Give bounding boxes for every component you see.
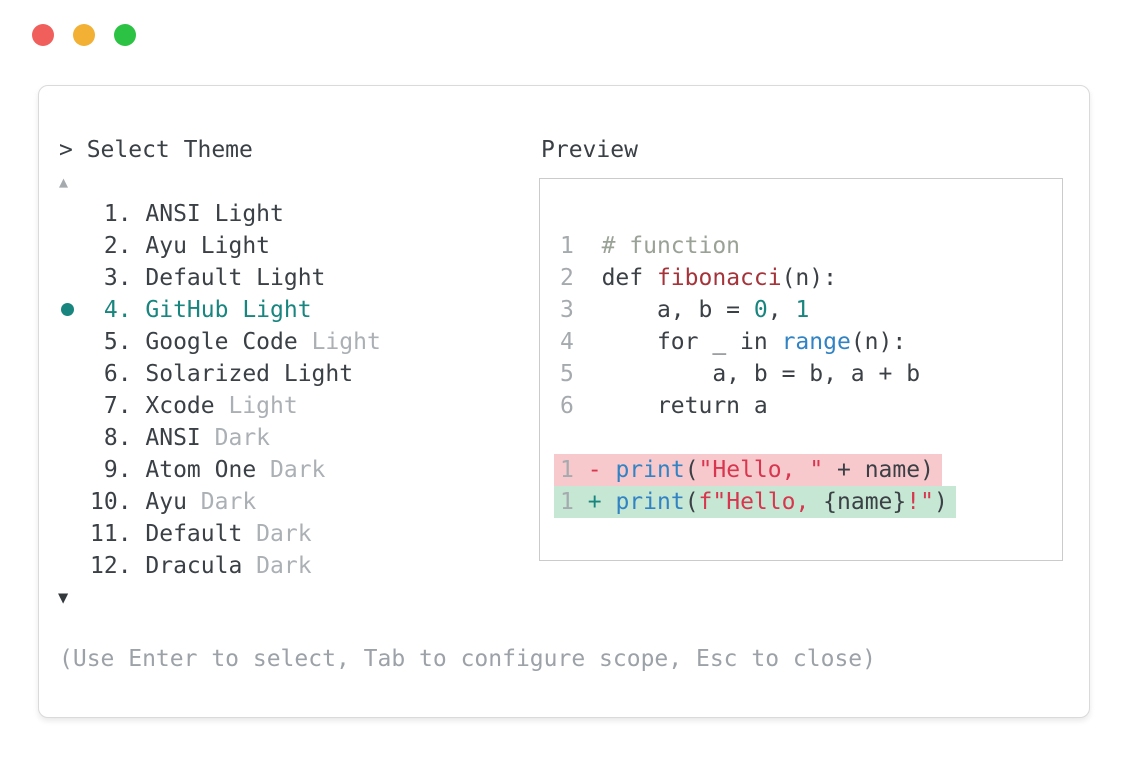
theme-list: 1. ANSI Light 2. Ayu Light 3. Default Li… (61, 198, 381, 582)
selected-item-bullet-icon (61, 303, 74, 316)
theme-list-item-solarized-light[interactable]: 6. Solarized Light (90, 358, 381, 390)
theme-item-variant-label: Light (214, 393, 298, 419)
theme-item-variant-label: Dark (200, 425, 271, 451)
theme-item-label: 8. ANSI (90, 425, 201, 451)
scroll-down-icon[interactable]: ▼ (58, 582, 68, 614)
code-line-3: 3 a, b = 0, 1 (560, 297, 810, 323)
theme-list-item-ansi[interactable]: 8. ANSI Dark (90, 422, 381, 454)
code-line-4: 4 for _ in range(n): (560, 329, 907, 355)
diff-removed-line: 1 - print("Hello, " + name) (554, 454, 1062, 486)
code-line-1: 1 # function (560, 233, 741, 259)
theme-list-item-dracula[interactable]: 12. Dracula Dark (90, 550, 381, 582)
theme-item-label: 12. Dracula (90, 553, 243, 579)
keyboard-hint: (Use Enter to select, Tab to configure s… (59, 646, 876, 672)
theme-item-variant-label: Dark (186, 489, 257, 515)
theme-item-label: 1. ANSI Light (90, 201, 284, 227)
code-line-2: 2 def fibonacci(n): (560, 265, 837, 291)
theme-list-item-xcode[interactable]: 7. Xcode Light (90, 390, 381, 422)
theme-item-label: 6. Solarized Light (90, 361, 354, 387)
scroll-up-icon[interactable]: ▲ (59, 166, 68, 198)
select-theme-prompt: > Select Theme (59, 137, 253, 163)
theme-item-label: 5. Google Code (90, 329, 298, 355)
theme-list-item-atom-one[interactable]: 9. Atom One Dark (90, 454, 381, 486)
theme-item-label: 2. Ayu Light (90, 233, 271, 259)
minimize-button[interactable] (73, 24, 95, 46)
theme-list-item-default[interactable]: 11. Default Dark (90, 518, 381, 550)
theme-item-label: 10. Ayu (90, 489, 187, 515)
theme-item-label: 3. Default Light (90, 265, 326, 291)
theme-item-variant-label: Dark (242, 521, 312, 547)
theme-list-item-google-code[interactable]: 5. Google Code Light (90, 326, 381, 358)
theme-selector-window: > Select Theme ▲ 1. ANSI Light 2. Ayu Li… (38, 85, 1090, 718)
maximize-button[interactable] (114, 24, 136, 46)
theme-list-item-default-light[interactable]: 3. Default Light (90, 262, 381, 294)
code-line-6: 6 return a (560, 393, 768, 419)
window-controls (32, 24, 136, 46)
theme-item-label: 9. Atom One (90, 457, 257, 483)
close-button[interactable] (32, 24, 54, 46)
theme-item-variant-label: Light (297, 329, 381, 355)
theme-item-label: 7. Xcode (90, 393, 215, 419)
theme-item-label: 4. GitHub Light (90, 297, 312, 323)
theme-item-variant-label: Dark (256, 457, 326, 483)
theme-item-label: 11. Default (90, 521, 243, 547)
code-line-blank (560, 422, 1062, 454)
theme-list-item-ansi-light[interactable]: 1. ANSI Light (90, 198, 381, 230)
theme-list-item-ayu[interactable]: 10. Ayu Dark (90, 486, 381, 518)
diff-added-highlight: 1 + print(f"Hello, {name}!") (554, 486, 956, 518)
theme-list-item-ayu-light[interactable]: 2. Ayu Light (90, 230, 381, 262)
theme-list-item-github-light[interactable]: 4. GitHub Light (61, 294, 381, 326)
diff-removed-highlight: 1 - print("Hello, " + name) (554, 454, 942, 486)
preview-title: Preview (541, 137, 638, 163)
code-line-5: 5 a, b = b, a + b (560, 361, 921, 387)
theme-item-variant-label: Dark (242, 553, 312, 579)
diff-added-line: 1 + print(f"Hello, {name}!") (554, 486, 1062, 518)
preview-code-box: 1 # function 2 def fibonacci(n): 3 a, b = … (539, 178, 1063, 561)
